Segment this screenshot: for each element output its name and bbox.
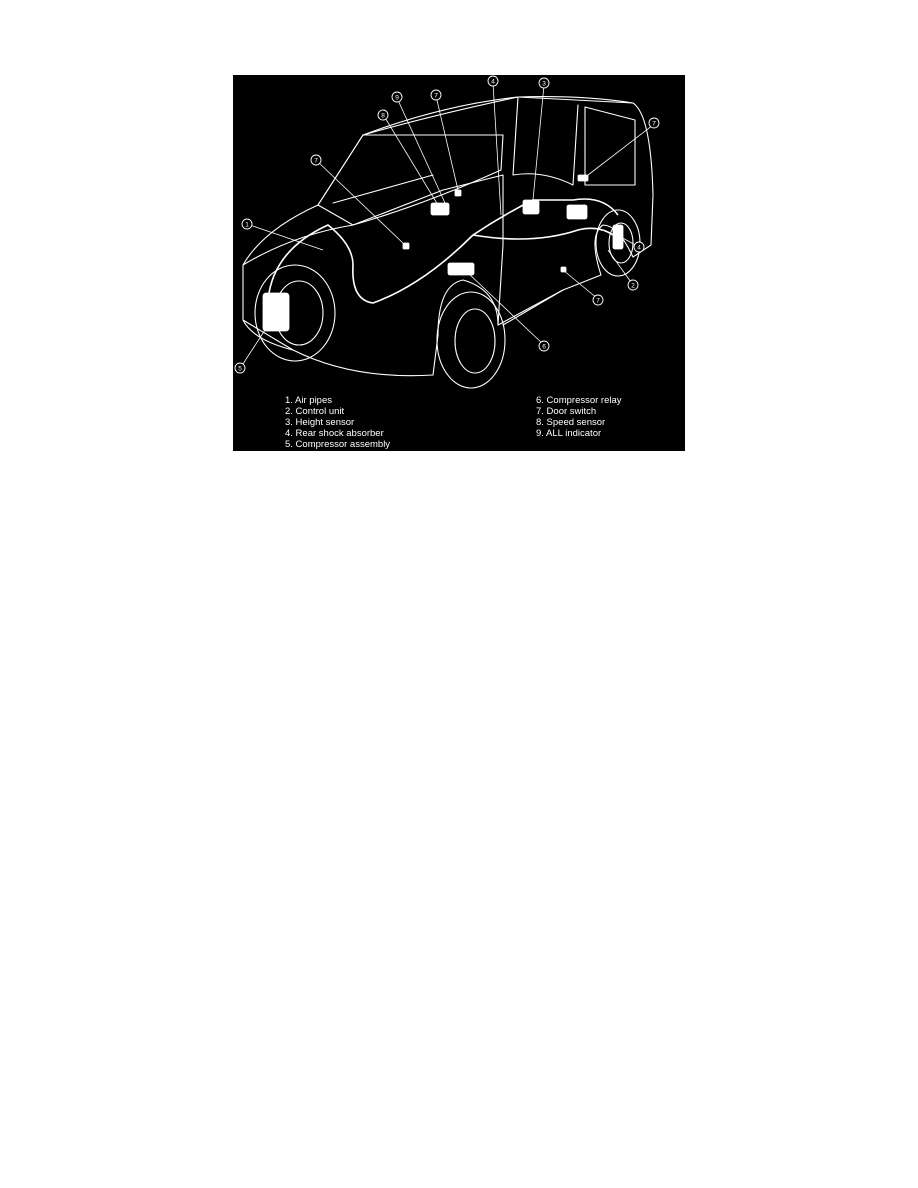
indicator-shape xyxy=(454,189,462,197)
middle-wheel-rim xyxy=(454,308,496,374)
leader-7c xyxy=(587,124,654,176)
callout-circle xyxy=(538,77,550,89)
legend-item: 4. Rear shock absorber xyxy=(285,428,384,439)
leader-7b xyxy=(435,95,459,191)
legend-left-column: 1. Air pipes 2. Control unit 3. Height s… xyxy=(285,395,390,450)
callout-c2: 2 xyxy=(627,279,639,291)
vehicle-roof-line xyxy=(362,96,634,136)
vehicle-air-suspension-diagram: 1 2 3 4 4 5 6 7 7 7 7 8 9 1. Air pipes 2. Control un… xyxy=(233,75,685,451)
leader-1 xyxy=(246,223,324,251)
callout-number: 2 xyxy=(631,282,635,289)
callout-c3: 3 xyxy=(538,77,550,89)
callout-number: 7 xyxy=(434,92,438,99)
callout-number: 9 xyxy=(395,94,399,101)
callout-c7c: 7 xyxy=(648,117,660,129)
leader-7a xyxy=(316,160,406,246)
callout-circle xyxy=(592,294,604,306)
rocker-line xyxy=(502,289,564,326)
windshield-inner-line xyxy=(332,174,434,204)
rear-wheel-rim xyxy=(608,222,634,264)
hood-line xyxy=(242,224,354,266)
leader-9 xyxy=(396,97,446,204)
callout-number: 6 xyxy=(542,343,546,350)
callout-circle xyxy=(487,75,499,87)
control-unit-shape xyxy=(566,204,588,220)
callout-number: 4 xyxy=(637,244,641,251)
front-door-outline xyxy=(352,174,504,326)
front-wheel-tire xyxy=(254,264,336,362)
callout-number: 4 xyxy=(491,78,495,85)
callout-number: 3 xyxy=(542,80,546,87)
height-sensor-shape xyxy=(522,199,540,215)
callout-circle xyxy=(310,154,322,166)
callout-c5: 5 xyxy=(234,362,246,374)
air-pipe-branch xyxy=(472,227,614,240)
callout-number: 7 xyxy=(652,120,656,127)
legend-item: 1. Air pipes xyxy=(285,395,332,406)
callout-c1: 1 xyxy=(241,218,253,230)
door-switch-lower-shape xyxy=(560,266,567,273)
callout-number: 8 xyxy=(381,112,385,119)
callout-number: 5 xyxy=(238,365,242,372)
callout-circle xyxy=(538,340,550,352)
legend-item: 5. Compressor assembly xyxy=(285,439,391,450)
callout-circle xyxy=(633,241,645,253)
leader-7d xyxy=(562,269,599,300)
callout-circle xyxy=(377,109,389,121)
callout-circle xyxy=(430,89,442,101)
middle-wheel-tire xyxy=(436,291,506,389)
legend-item: 3. Height sensor xyxy=(285,417,355,428)
rear-window-outline xyxy=(584,106,636,186)
legend-item: 8. Speed sensor xyxy=(536,417,606,428)
leader-6 xyxy=(467,272,545,346)
vehicle-line-drawing: 1 2 3 4 4 5 6 7 7 7 7 8 9 xyxy=(234,75,660,389)
side-window-outline xyxy=(512,96,579,186)
compressor-assembly-shape xyxy=(262,292,290,332)
leader-3 xyxy=(532,84,545,201)
leader-4a xyxy=(492,82,502,216)
callout-c4a: 4 xyxy=(487,75,499,87)
legend-item: 2. Control unit xyxy=(285,406,345,417)
callout-circle xyxy=(648,117,660,129)
callout-number: 7 xyxy=(596,297,600,304)
callout-c4b: 4 xyxy=(633,241,645,253)
legend-right-column: 6. Compressor relay 7. Door switch 8. Sp… xyxy=(536,395,622,439)
callout-c7d: 7 xyxy=(592,294,604,306)
callout-circle xyxy=(241,218,253,230)
leader-8 xyxy=(383,115,439,206)
compressor-relay-shape xyxy=(447,262,475,276)
leader-5 xyxy=(240,329,266,368)
callout-c9: 9 xyxy=(391,91,403,103)
leader-2 xyxy=(607,249,634,286)
door-switch-rear-shape xyxy=(577,174,589,182)
callout-number: 1 xyxy=(245,221,249,228)
speed-sensor-shape xyxy=(430,202,450,216)
callout-circle xyxy=(234,362,246,374)
legend-item: 6. Compressor relay xyxy=(536,395,622,406)
rear-shock-shape xyxy=(612,224,624,250)
callout-c6: 6 xyxy=(538,340,550,352)
callout-c8: 8 xyxy=(377,109,389,121)
callout-circle xyxy=(391,91,403,103)
callout-number: 7 xyxy=(314,157,318,164)
legend-item: 9. ALL indicator xyxy=(536,428,602,439)
callout-circle xyxy=(627,279,639,291)
callout-c7a: 7 xyxy=(310,154,322,166)
callout-c7b: 7 xyxy=(430,89,442,101)
legend-item: 7. Door switch xyxy=(536,406,597,417)
windshield-outline xyxy=(317,134,504,226)
